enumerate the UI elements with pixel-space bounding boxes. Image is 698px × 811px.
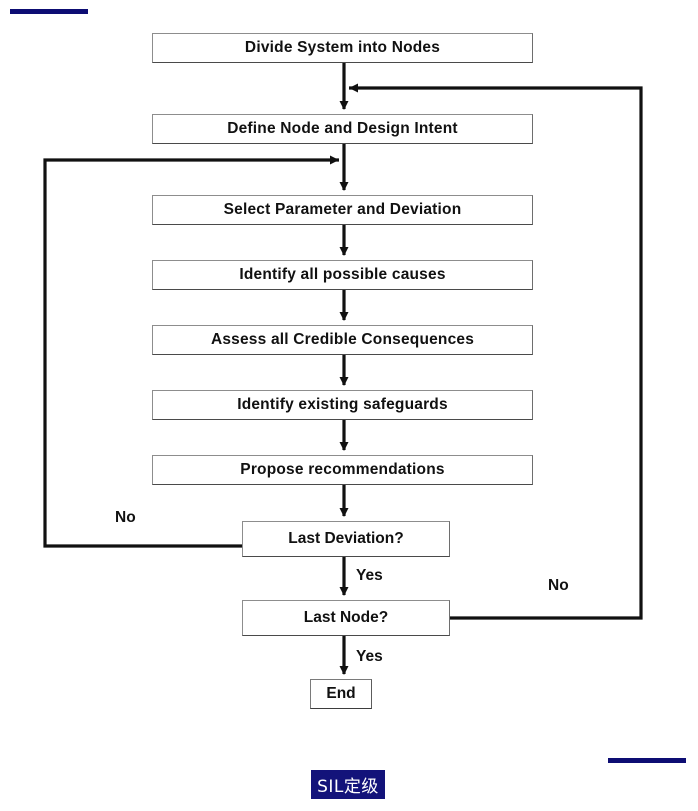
process-box-define-node[interactable]: Define Node and Design Intent xyxy=(152,114,533,144)
edge-label-no-last-deviation: No xyxy=(115,509,136,526)
process-label: Identify all possible causes xyxy=(239,266,446,283)
decision-label: Last Node? xyxy=(303,609,389,626)
edge-label-no-last-node: No xyxy=(548,577,569,594)
terminator-box-end[interactable]: End xyxy=(310,679,372,709)
process-box-divide-system[interactable]: Divide System into Nodes xyxy=(152,33,533,63)
sil-rating-badge[interactable]: SIL定级 xyxy=(311,770,385,799)
process-box-select-parameter[interactable]: Select Parameter and Deviation xyxy=(152,195,533,225)
process-label: Propose recommendations xyxy=(240,461,445,478)
edge-label-yes-last-node: Yes xyxy=(356,648,383,665)
edge-label-yes-last-deviation: Yes xyxy=(356,567,383,584)
sil-rating-label: SIL定级 xyxy=(317,777,379,797)
process-label: Assess all Credible Consequences xyxy=(210,331,475,348)
process-box-identify-causes[interactable]: Identify all possible causes xyxy=(152,260,533,290)
process-label: Select Parameter and Deviation xyxy=(223,201,462,218)
process-label: Define Node and Design Intent xyxy=(227,120,458,137)
process-box-identify-safeguards[interactable]: Identify existing safeguards xyxy=(152,390,533,420)
process-label: Identify existing safeguards xyxy=(237,396,448,413)
terminator-label: End xyxy=(326,685,356,702)
top-left-rule xyxy=(10,9,88,14)
process-box-assess-consequences[interactable]: Assess all Credible Consequences xyxy=(152,325,533,355)
process-box-propose-recommendations[interactable]: Propose recommendations xyxy=(152,455,533,485)
bottom-right-rule xyxy=(608,758,686,763)
decision-box-last-deviation[interactable]: Last Deviation? xyxy=(242,521,450,557)
process-label: Divide System into Nodes xyxy=(244,39,441,56)
decision-label: Last Deviation? xyxy=(288,530,404,547)
decision-box-last-node[interactable]: Last Node? xyxy=(242,600,450,636)
